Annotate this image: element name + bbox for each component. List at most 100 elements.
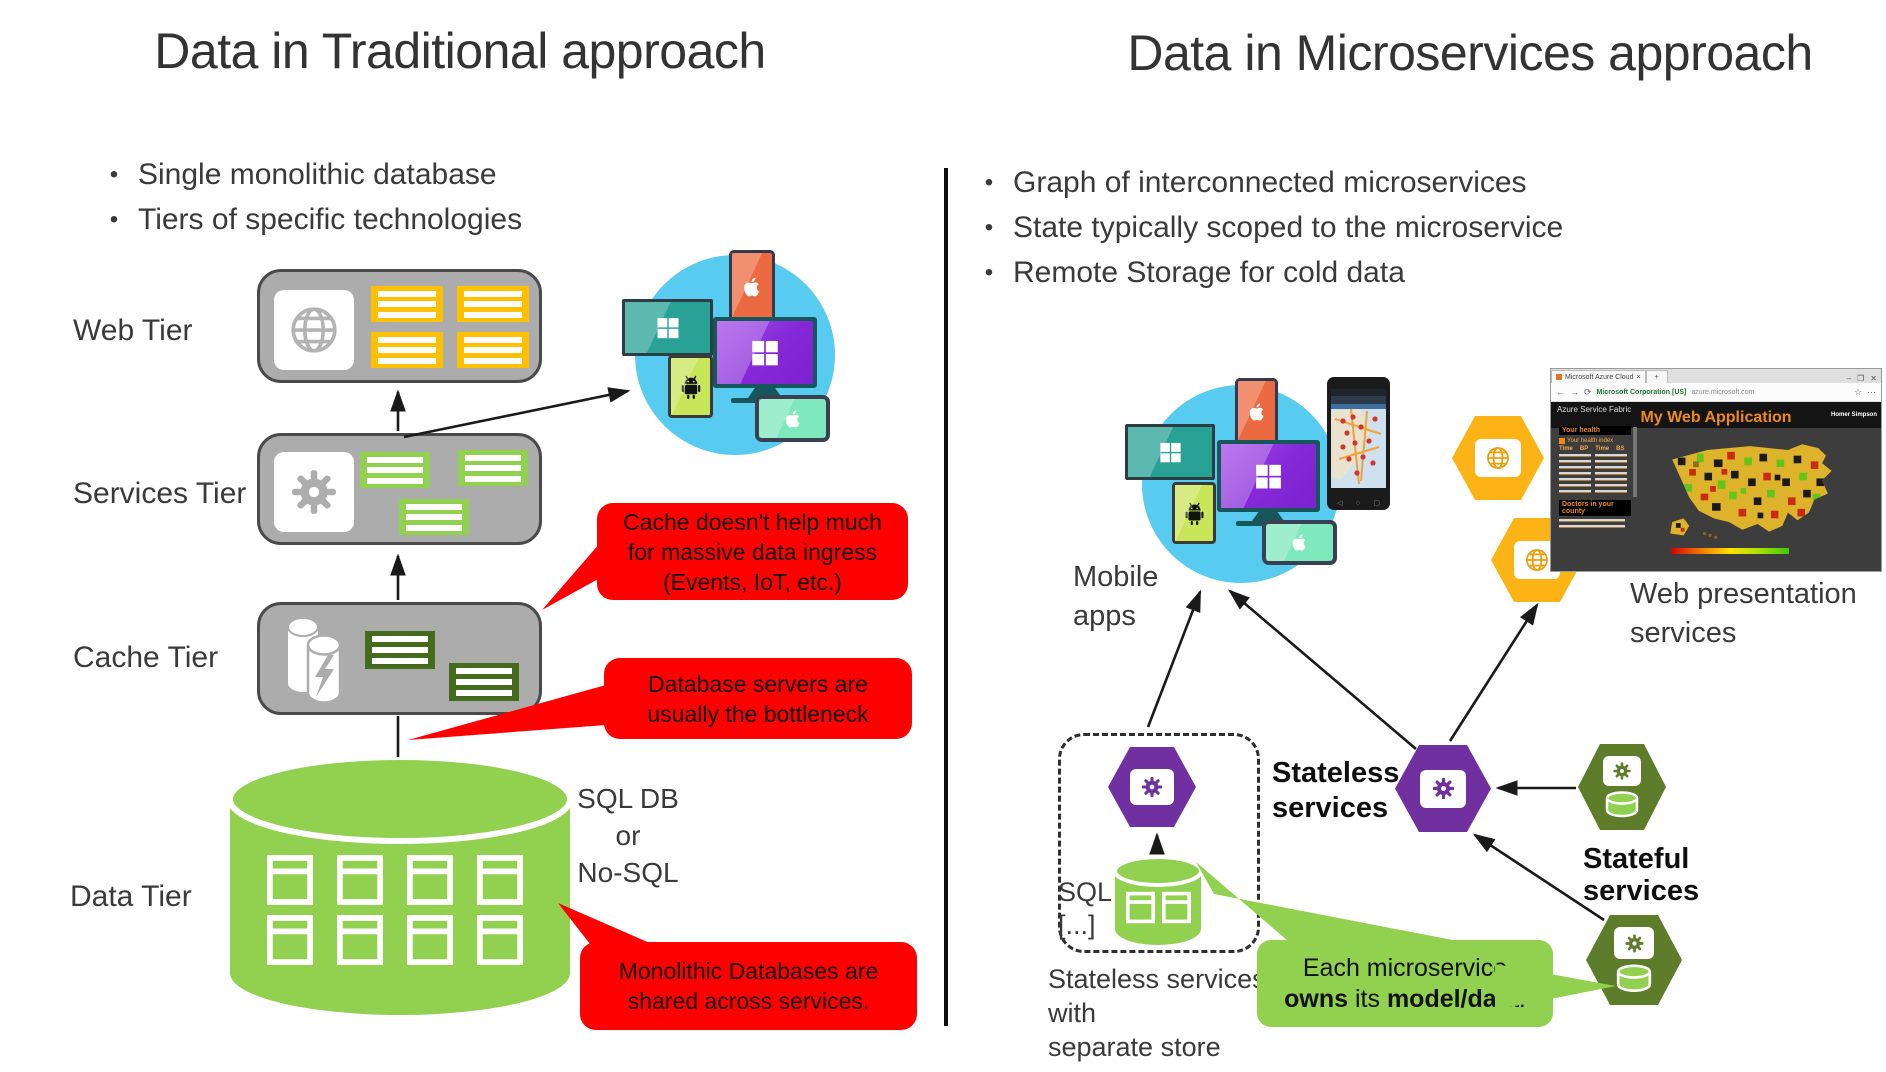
browser-tab-bar: Microsoft Azure Cloud × + – ❐ ✕ xyxy=(1551,369,1881,383)
left-title: Data in Traditional approach xyxy=(154,23,766,79)
web-tier-box xyxy=(257,269,542,383)
callout-owns-data: Each microservice owns its model/data! xyxy=(1257,940,1553,1027)
android-tablet xyxy=(668,355,713,418)
browser-tab: Microsoft Azure Cloud × xyxy=(1551,370,1646,383)
service-node xyxy=(399,499,469,535)
minimize-icon: – xyxy=(1846,374,1852,383)
monitor-stand xyxy=(1252,512,1284,521)
db-type-line: or xyxy=(615,820,641,851)
health-table-rows xyxy=(1559,454,1631,496)
label-line: apps xyxy=(1073,600,1136,632)
gear-icon xyxy=(1420,769,1466,808)
stateless-service-hexagon xyxy=(1395,745,1491,832)
services-tier-box xyxy=(257,433,542,545)
windows-monitor-purple xyxy=(713,317,817,388)
windows-monitor-purple xyxy=(1217,440,1320,512)
callout-db-bottleneck: Database servers are usually the bottlen… xyxy=(604,658,912,739)
tier-label-data: Data Tier xyxy=(70,880,192,913)
map-color-scale xyxy=(1671,548,1789,554)
bullet-text: Single monolithic database xyxy=(138,158,497,191)
health-index-row: Your health index xyxy=(1559,438,1631,444)
sidebar-scrollbar xyxy=(1633,427,1637,497)
database-icon xyxy=(1616,964,1652,992)
windows-monitor-teal xyxy=(622,299,713,356)
label-line: [...] xyxy=(1058,910,1096,940)
stateless-services-label: Stateless services xyxy=(1272,756,1399,826)
db-type-label: SQL DB or No-SQL xyxy=(563,780,693,891)
arrow-services-to-devices xyxy=(403,387,631,439)
new-tab-button: + xyxy=(1645,370,1668,383)
web-app-title: My Web Application xyxy=(1640,409,1792,426)
user-name: Homer Simpson xyxy=(1830,412,1877,418)
sql-store-label: SQL [...] xyxy=(1058,876,1112,942)
monolithic-database-cylinder xyxy=(227,755,573,1015)
arrow-service-to-web-presentation xyxy=(1448,602,1539,742)
back-icon: ← xyxy=(1556,387,1565,397)
windows-monitor-teal xyxy=(1125,424,1215,480)
browser-nav-bar: ← → ⟳ Microsoft Corporation [US] azure.m… xyxy=(1551,383,1881,402)
monitor-stand xyxy=(748,388,782,398)
label-line: services xyxy=(1583,875,1700,907)
sql-store-cylinder xyxy=(1113,855,1203,945)
right-bullets: • Graph of interconnected microservices •… xyxy=(965,160,1563,295)
tier-label-web: Web Tier xyxy=(73,314,193,347)
web-node xyxy=(457,332,529,368)
bullet-dot: • xyxy=(984,169,994,196)
web-presentation-label: Web presentation services xyxy=(1630,575,1857,653)
tier-label-services: Services Tier xyxy=(73,477,247,510)
cache-node xyxy=(449,663,519,701)
separate-store-group-box xyxy=(1058,733,1260,953)
left-bullets: •Single monolithic database • Tiers of sp… xyxy=(90,152,522,242)
callout-text: Cache doesn't help much for massive data… xyxy=(623,508,882,595)
tab-title: Microsoft Azure Cloud xyxy=(1565,373,1634,381)
label-line: services xyxy=(1630,617,1737,649)
label-line: Stateful xyxy=(1583,843,1690,875)
bullet-text: State typically scoped to the microservi… xyxy=(1013,211,1564,244)
web-app-header: Azure Service Fabric My Web Application … xyxy=(1551,402,1881,428)
apple-tablet xyxy=(755,395,830,442)
bullet-item: • Graph of interconnected microservices xyxy=(965,160,1563,205)
maximize-icon: ❐ xyxy=(1857,374,1865,383)
web-node xyxy=(457,286,529,322)
label-line: Stateless services xyxy=(1048,964,1266,994)
android-map-phone: ◁○▢ xyxy=(1327,377,1390,510)
callout-text: owns its model/data! xyxy=(1284,984,1526,1013)
forward-icon: → xyxy=(1570,387,1579,397)
label-line: separate store xyxy=(1048,1032,1221,1062)
bullet-item: •Remote Storage for cold data xyxy=(965,250,1563,295)
close-icon: ✕ xyxy=(1870,374,1877,383)
service-node xyxy=(458,450,528,486)
bullet-text: Tiers of specific technologies xyxy=(138,203,523,236)
label-line: with xyxy=(1048,998,1097,1028)
globe-icon xyxy=(1475,439,1521,477)
android-tablet xyxy=(1172,482,1216,544)
legend-swatch xyxy=(1559,438,1565,444)
cache-cylinders-icon xyxy=(287,617,342,704)
favicon xyxy=(1556,374,1562,380)
us-choropleth-map xyxy=(1670,444,1832,539)
web-node xyxy=(371,332,443,368)
favorites-icon: ☆ xyxy=(1853,386,1862,397)
health-index-label: Your health index xyxy=(1567,438,1614,444)
callout-monolithic: Monolithic Databases are shared across s… xyxy=(580,942,917,1030)
sidebar-section-doctors: Doctors in your county xyxy=(1559,500,1631,516)
bullet-text: Graph of interconnected microservices xyxy=(1013,166,1527,199)
label-line: Web presentation xyxy=(1630,578,1857,610)
bullet-dot: • xyxy=(984,214,994,241)
store-caption: Stateless services with separate store xyxy=(1048,962,1266,1064)
window-controls: – ❐ ✕ xyxy=(1843,374,1881,383)
browser-window: Microsoft Azure Cloud × + – ❐ ✕ ← → ⟳ Mi… xyxy=(1550,368,1882,572)
mobile-apps-label: Mobile apps xyxy=(1073,558,1158,636)
bullet-dot: • xyxy=(109,206,119,233)
gear-icon xyxy=(1130,769,1174,805)
bullet-item: •Single monolithic database xyxy=(90,152,522,197)
callout-text: Database servers are usually the bottlen… xyxy=(647,670,869,727)
site-name: Azure Service Fabric xyxy=(1557,405,1632,414)
tier-label-cache: Cache Tier xyxy=(73,641,219,674)
map-app-screen xyxy=(1331,389,1386,488)
cache-node xyxy=(365,631,435,669)
more-icon: ⋯ xyxy=(1867,386,1876,397)
service-node xyxy=(360,452,430,488)
